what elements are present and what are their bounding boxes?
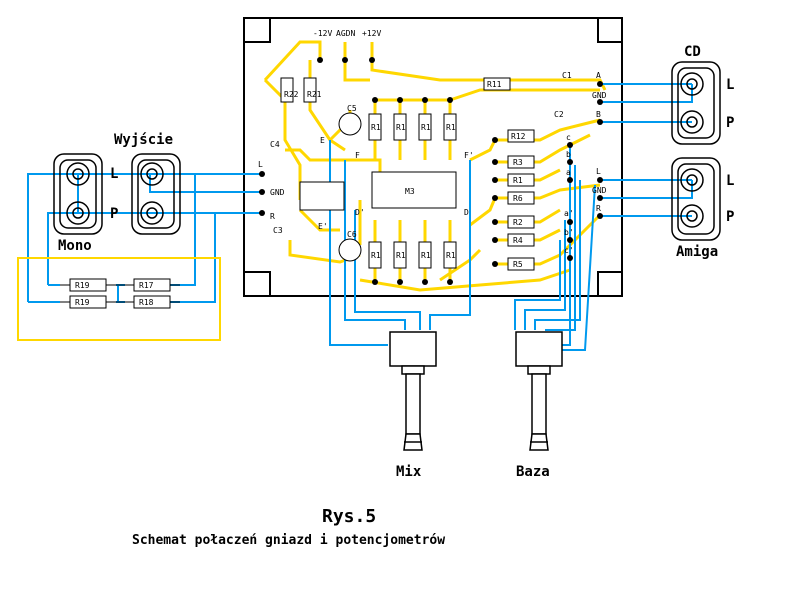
label-p-amiga: P <box>726 209 734 225</box>
label-r6: R6 <box>513 194 523 203</box>
label-r1f: R1 <box>396 251 406 260</box>
resistor-r17: R17 <box>139 281 154 290</box>
corner-notch <box>597 18 622 43</box>
label-r1d: R1 <box>446 123 456 132</box>
pad-l-amiga: L <box>596 167 601 176</box>
pad-c: c <box>566 133 571 142</box>
pad-d: D <box>464 208 469 217</box>
label-r1e: R1 <box>371 251 381 260</box>
mono-box <box>17 257 221 341</box>
label-r1h: R1 <box>446 251 456 260</box>
figure-title: Rys.5 <box>322 506 376 527</box>
label-amiga: Amiga <box>676 244 718 260</box>
label-r1: R1 <box>513 176 523 185</box>
power-agdn: AGDN <box>336 29 355 38</box>
pad-f-prime: F' <box>464 151 474 160</box>
label-wyjscie: Wyjście <box>114 132 173 148</box>
pad-e-prime: E' <box>318 222 328 231</box>
figure-caption: Schemat połaczeń gniazd i potencjometrów <box>132 533 445 548</box>
label-r1a: R1 <box>371 123 381 132</box>
pad-a-prime: a' <box>564 209 574 218</box>
pad-c-prime: c' <box>564 246 574 255</box>
label-c4: C4 <box>270 140 280 149</box>
pcb-capacitors <box>338 112 362 262</box>
label-mono: Mono <box>58 238 92 254</box>
ic-left <box>299 181 345 211</box>
pcb-outline <box>243 17 623 297</box>
pad-gnd-out: GND <box>270 188 285 197</box>
pad-f: F <box>355 151 360 160</box>
pad-a-cap: A <box>596 71 601 80</box>
power-pos12: +12V <box>362 29 381 38</box>
label-l-cd: L <box>726 77 734 93</box>
label-r1g: R1 <box>421 251 431 260</box>
pad-e: E <box>320 136 325 145</box>
pad-b-prime: b' <box>564 228 574 237</box>
pcb-resistors <box>280 77 535 271</box>
corner-notch <box>244 271 271 296</box>
mono-resistors: R19 R17 R19 R18 <box>60 278 180 309</box>
pot-mix <box>389 331 437 451</box>
label-c2: C2 <box>554 110 564 119</box>
label-r3: R3 <box>513 158 523 167</box>
corner-notch <box>597 271 622 296</box>
corner-notch <box>244 18 271 43</box>
label-l-amiga: L <box>726 173 734 189</box>
jack-cd <box>671 61 721 145</box>
label-r1b: R1 <box>396 123 406 132</box>
label-r11: R11 <box>487 80 502 89</box>
label-r21: R21 <box>307 90 322 99</box>
pad-r-amiga: R <box>596 204 601 213</box>
label-c3: C3 <box>273 226 283 235</box>
pad-l-out: L <box>258 160 263 169</box>
resistor-r19b: R19 <box>75 298 90 307</box>
label-c1: C1 <box>562 71 572 80</box>
pad-gnd-amiga: GND <box>592 186 607 195</box>
label-mix: Mix <box>396 464 422 480</box>
label-r12: R12 <box>511 132 526 141</box>
pad-a: a <box>566 168 571 177</box>
label-p-cd: P <box>726 115 734 131</box>
pcb-pads <box>259 57 603 285</box>
pcb-labels: -12V AGDN +12V A GND B c b a a' b' c' L … <box>258 29 607 269</box>
label-l-out: L <box>110 166 118 182</box>
pad-gnd-cd: GND <box>592 91 607 100</box>
label-baza: Baza <box>516 464 550 480</box>
label-r5: R5 <box>513 260 523 269</box>
power-neg12: -12V <box>313 29 332 38</box>
label-cd: CD <box>684 44 701 60</box>
label-r4: R4 <box>513 236 523 245</box>
label-r2: R2 <box>513 218 523 227</box>
label-r1c: R1 <box>421 123 431 132</box>
label-m3: M3 <box>405 187 415 196</box>
label-c5: C5 <box>347 104 357 113</box>
label-c6: C6 <box>347 230 357 239</box>
label-p-out: P <box>110 206 118 222</box>
label-r22: R22 <box>284 90 299 99</box>
pad-b-cap: B <box>596 110 601 119</box>
pad-r-out: R <box>270 212 275 221</box>
pad-b: b <box>566 150 571 159</box>
jack-amiga <box>671 157 721 241</box>
pad-d-prime: D' <box>355 208 365 217</box>
resistor-r18: R18 <box>139 298 154 307</box>
jack-wyjscie <box>131 153 181 235</box>
ic-m3 <box>371 171 457 209</box>
resistor-r19a: R19 <box>75 281 90 290</box>
pot-baza <box>515 331 563 451</box>
jack-mono <box>53 153 103 235</box>
